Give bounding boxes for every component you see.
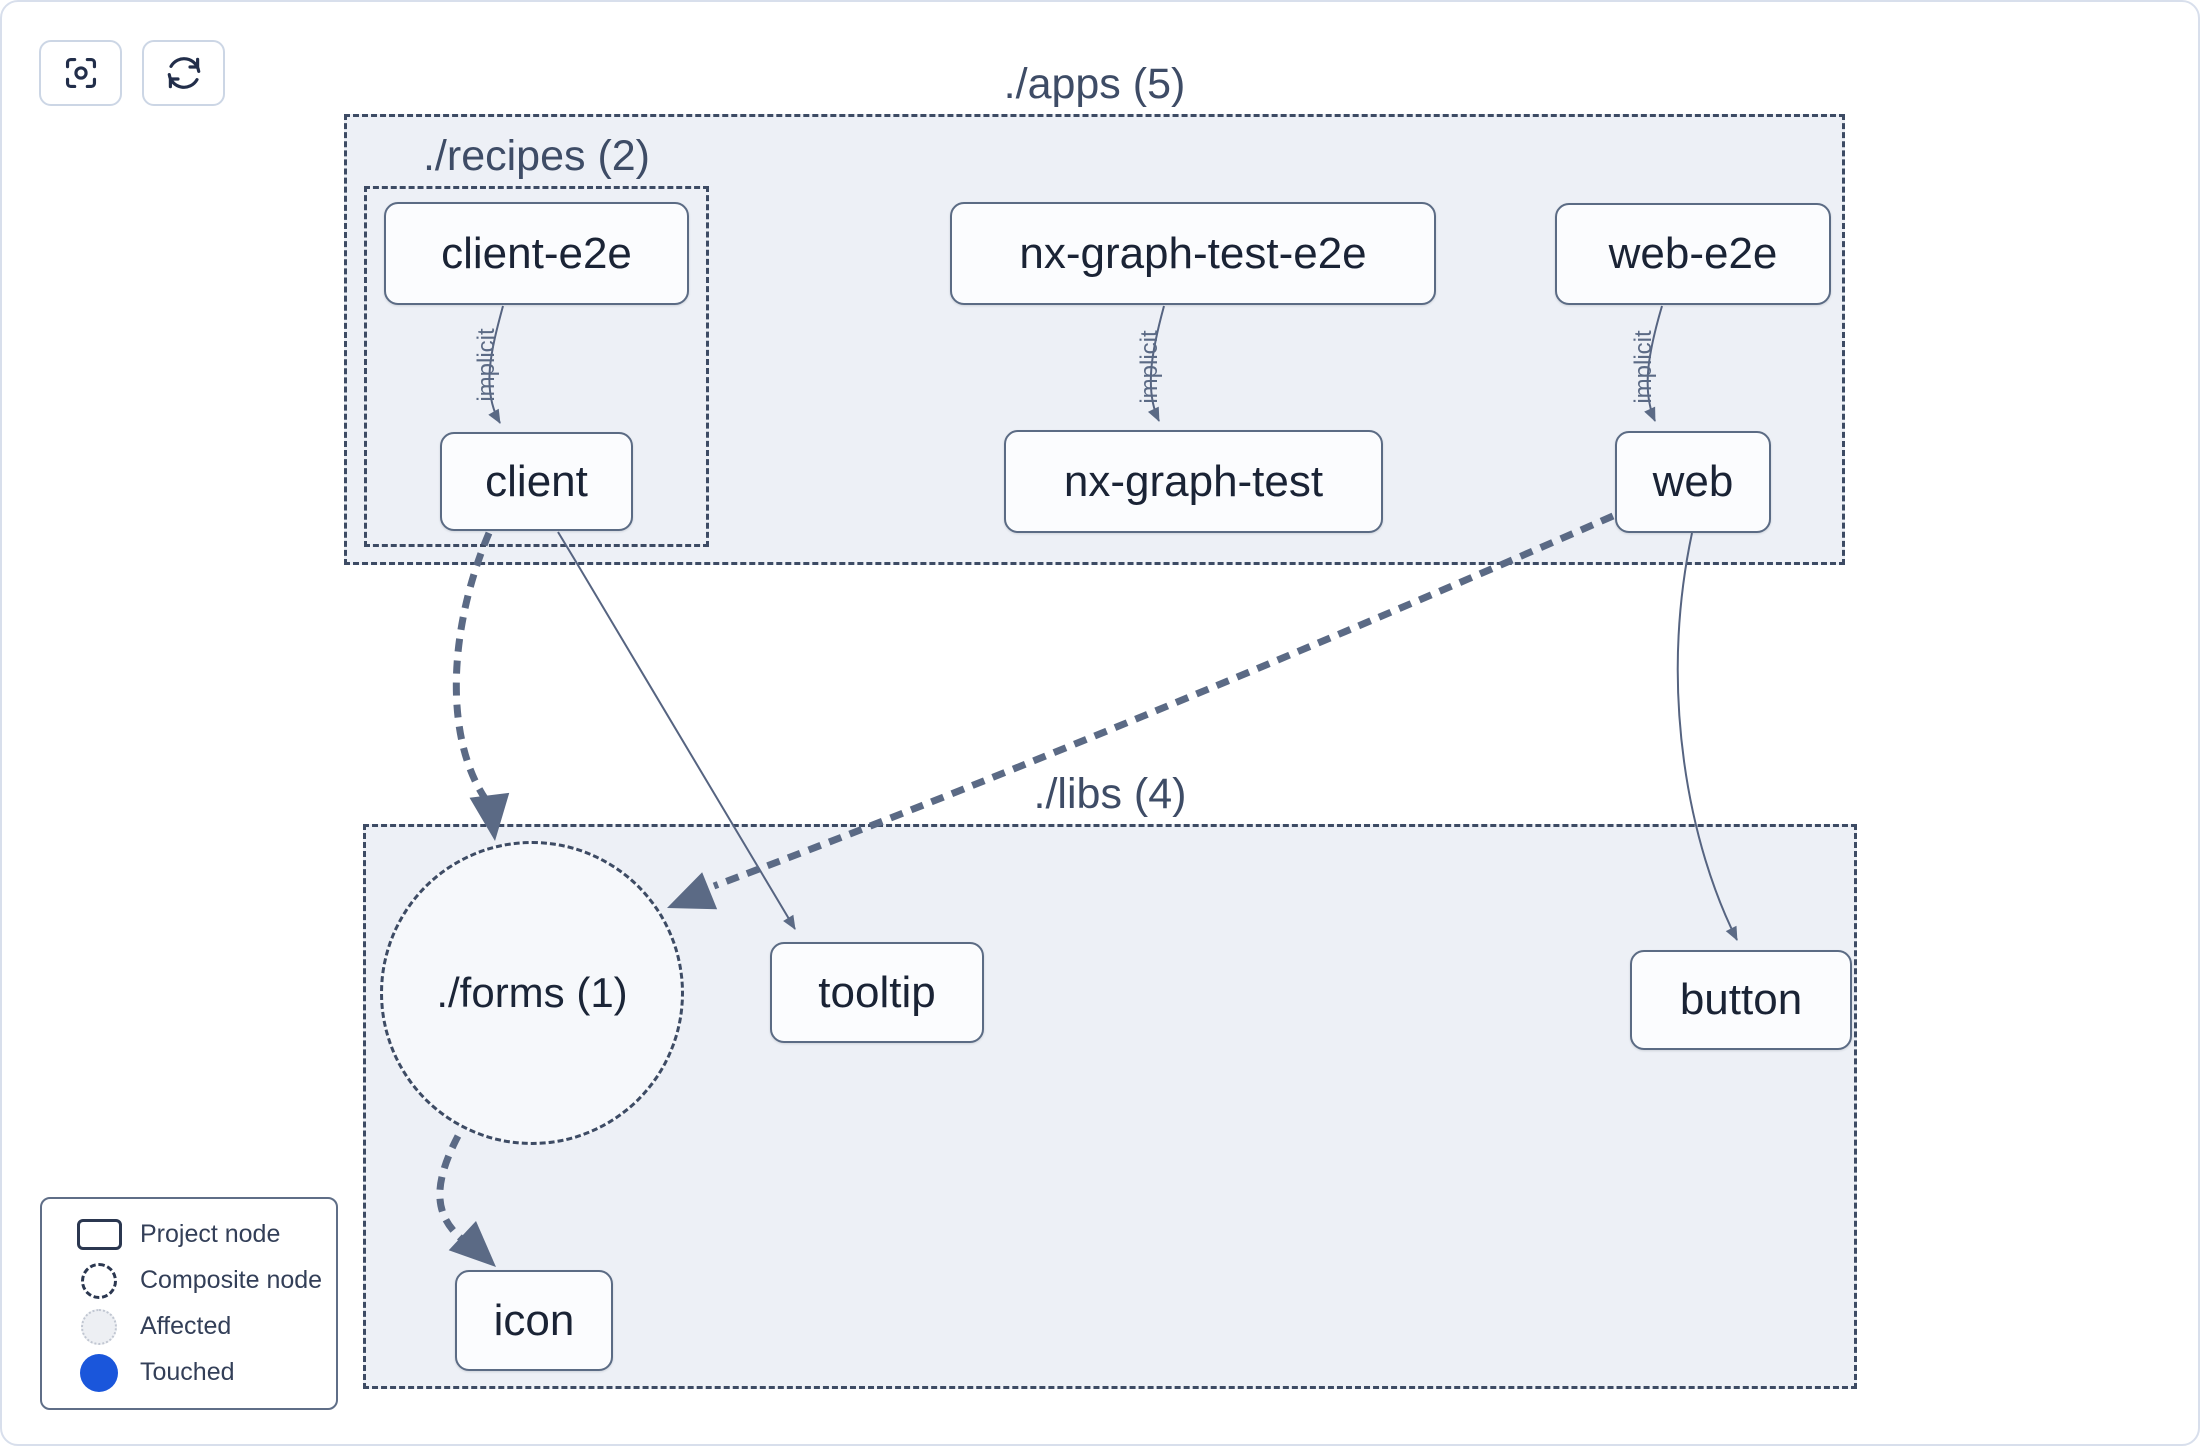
node-nx-graph-test[interactable]: nx-graph-test	[1004, 430, 1383, 533]
legend-item-composite-node: Composite node	[66, 1258, 336, 1304]
refresh-button[interactable]	[142, 40, 225, 106]
composite-node-forms[interactable]: ./forms (1)	[380, 841, 684, 1145]
focus-button[interactable]	[39, 40, 122, 106]
legend-label: Project node	[140, 1220, 281, 1248]
composite-node-forms-label: ./forms (1)	[436, 969, 628, 1016]
focus-icon	[65, 57, 96, 89]
legend-label: Composite node	[140, 1266, 323, 1294]
composite-node-swatch	[81, 1262, 117, 1299]
legend-item-affected: Affected	[66, 1304, 336, 1350]
node-client[interactable]: client	[440, 432, 633, 531]
legend-item-touched: Touched	[66, 1350, 336, 1396]
node-web-e2e[interactable]: web-e2e	[1555, 203, 1831, 305]
group-label-libs: ./libs (4)	[1033, 770, 1187, 818]
project-node-swatch	[76, 1219, 122, 1250]
refresh-icon	[167, 57, 200, 89]
node-nx-graph-test-e2e[interactable]: nx-graph-test-e2e	[950, 202, 1436, 305]
node-tooltip[interactable]: tooltip	[770, 942, 984, 1043]
legend-label: Touched	[140, 1358, 235, 1386]
edge-label-implicit-nx-graph-test: implicit	[1136, 330, 1163, 404]
legend-label: Affected	[140, 1312, 232, 1340]
edge-client-to-forms	[452, 531, 493, 802]
edge-label-implicit-web: implicit	[1630, 330, 1657, 404]
edge-label-implicit-client: implicit	[473, 328, 500, 402]
node-icon[interactable]: icon	[455, 1270, 613, 1371]
legend-item-project-node: Project node	[66, 1212, 336, 1258]
node-client-e2e[interactable]: client-e2e	[384, 202, 689, 305]
touched-swatch	[80, 1353, 118, 1392]
legend: Project node Composite node Affected Tou…	[40, 1197, 338, 1410]
affected-swatch	[81, 1308, 117, 1345]
node-web[interactable]: web	[1615, 431, 1771, 533]
group-recipes	[364, 186, 709, 547]
group-label-recipes: ./recipes (2)	[422, 132, 650, 180]
group-label-apps: ./apps (5)	[1003, 60, 1186, 108]
node-button[interactable]: button	[1630, 950, 1852, 1050]
